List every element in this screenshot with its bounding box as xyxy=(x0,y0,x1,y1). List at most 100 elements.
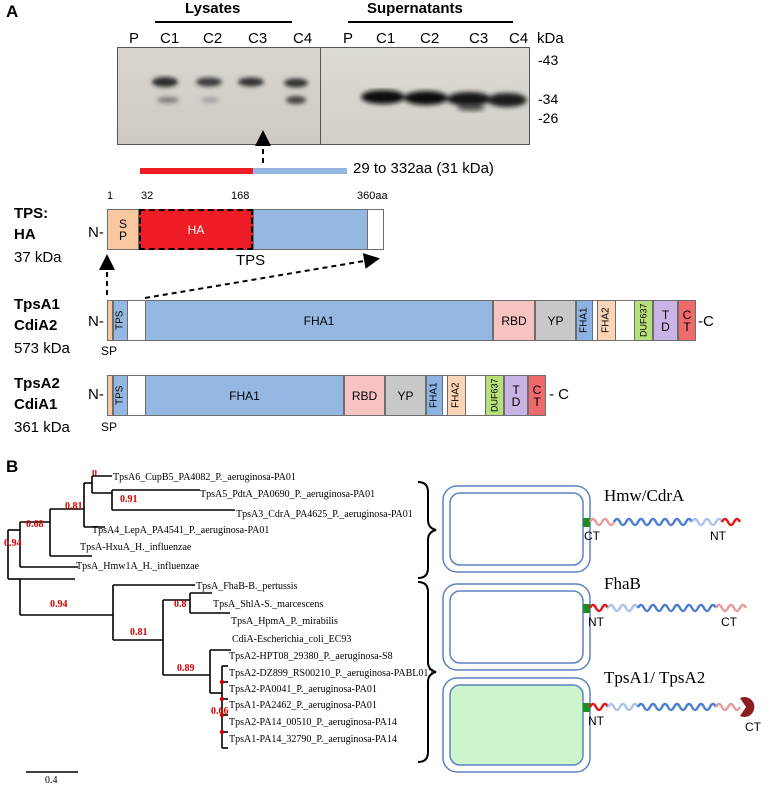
tpsa1-name-line2: CdiA2 xyxy=(14,317,58,334)
panel-b-letter: B xyxy=(6,457,19,476)
taxon-label: TpsA_FhaB-B._pertussis xyxy=(196,581,298,592)
kda-unit: kDa xyxy=(537,30,564,47)
taxon-label: TpsA1-PA2462_P._aeruginosa-PA01 xyxy=(229,700,377,711)
tpsa2-fha1-small-domain: FHA1 xyxy=(426,375,443,416)
tpsa2-fha2-domain: FHA2 xyxy=(447,375,466,416)
lane-label: C2 xyxy=(420,30,440,47)
fragment-label: 29 to 332aa (31 kDa) xyxy=(353,160,494,177)
marker-43: -43 xyxy=(538,52,559,68)
taxon-label: TpsA5_PdtA_PA0690_P._aeruginosa-PA01 xyxy=(200,489,375,500)
taxon-label: TpsA3_CdrA_PA4625_P._aeruginosa-PA01 xyxy=(236,509,413,520)
fragment-tps-bar xyxy=(253,168,347,174)
tpsa2-n-term: N- xyxy=(88,386,104,403)
taxon-label: TpsA4_LepA_PA4541_P._aeruginosa-PA01 xyxy=(92,525,269,536)
tpsb-pore xyxy=(583,518,590,527)
tps-ha-name-line1: TPS: xyxy=(14,205,49,222)
tpsa1-sp-domain xyxy=(107,300,113,341)
taxon-label: TpsA2-PA0041_P._aeruginosa-PA01 xyxy=(229,684,377,695)
position-32: 32 xyxy=(141,190,154,202)
group-title-fhab: FhaB xyxy=(604,574,641,593)
tpsa1-size: 573 kDa xyxy=(14,340,70,357)
ct-toxin-shape xyxy=(740,697,755,717)
taxon-label: TpsA2-HPT08_29380_P._aeruginosa-S8 xyxy=(229,651,393,662)
panel-a-arrows xyxy=(99,130,380,299)
secretion-illustrations: CT NT NT CT NT CT xyxy=(442,485,762,773)
tpsa1-duf637-domain: DUF637 xyxy=(634,300,653,341)
tpsa2-tps-domain: TPS xyxy=(113,375,128,416)
tpsa2-c-term: - C xyxy=(549,386,569,403)
phylogenetic-tree: TpsA6_CupB5_PA4082_P._aeruginosa-PA01 Tp… xyxy=(4,470,437,785)
group-end-label: CT xyxy=(721,615,738,629)
lane-label: P xyxy=(343,30,354,47)
support-value: 0.89 xyxy=(177,663,195,674)
lane-label: C3 xyxy=(469,30,489,47)
support-value: 0.81 xyxy=(130,627,148,638)
marker-26: -26 xyxy=(538,110,559,126)
tpsa2-sp-label: SP xyxy=(101,420,118,434)
lane-label: C1 xyxy=(160,30,180,47)
support-value: 0.66 xyxy=(211,706,229,717)
lane-label: C1 xyxy=(376,30,396,47)
tpsa1-sp-label: SP xyxy=(101,344,118,358)
tps-ha-n-term: N- xyxy=(88,224,104,241)
fragment-ha-bar xyxy=(140,168,253,174)
lane-label: P xyxy=(129,30,140,47)
tps-ha-tps-label: TPS xyxy=(236,252,266,269)
arrow-tps-expand xyxy=(144,253,380,299)
support-value: 0.91 xyxy=(120,494,138,505)
taxon-label: TpsA_HpmA_P._mirabilis xyxy=(231,616,338,627)
group-end-label: CT xyxy=(745,720,762,734)
tpsa2-sp-domain xyxy=(107,375,113,416)
group-braces xyxy=(417,481,437,763)
brace-fhab-tpsa xyxy=(417,581,437,763)
support-value: 0.81 xyxy=(65,501,83,512)
taxon-label: TpsA_Hmw1A_H._influenzae xyxy=(76,561,200,572)
group-title-hmw: Hmw/CdrA xyxy=(604,486,685,505)
support-values: 0 0.81 0.91 0.68 0.94 0.94 0.81 0.8 0.89… xyxy=(4,470,229,717)
group-end-label: NT xyxy=(710,529,727,543)
tpsa2-size: 361 kDa xyxy=(14,419,70,436)
tps-ha-ha-domain: HA xyxy=(139,209,253,250)
tps-ha-sp-domain: S P xyxy=(107,209,139,250)
tpsa1-fha1-domain: FHA1 xyxy=(145,300,493,341)
marker-34: -34 xyxy=(538,91,559,107)
tps-ha-tps-domain xyxy=(253,209,368,250)
group-end-label: NT xyxy=(588,714,605,728)
supernatant-bands xyxy=(361,90,527,111)
tpsa1-td-domain: T D xyxy=(653,300,678,341)
tpsa2-duf637-domain: DUF637 xyxy=(485,375,504,416)
lysates-bracket-line xyxy=(155,21,292,23)
lane-label: C2 xyxy=(203,30,223,47)
group-end-label: CT xyxy=(584,529,601,543)
lysate-bands xyxy=(152,77,308,104)
tpsa1-c-term: -C xyxy=(698,313,714,330)
tpsa2-yp-domain: YP xyxy=(385,375,426,416)
position-168: 168 xyxy=(231,190,250,202)
cell-inner-membrane xyxy=(449,492,584,566)
supernatant-blot xyxy=(320,47,530,145)
lane-label: C4 xyxy=(509,30,529,47)
tpsa2-name-line1: TpsA2 xyxy=(14,375,60,392)
tree-node-dots xyxy=(219,679,225,735)
tpsa1-rbd-domain: RBD xyxy=(493,300,535,341)
taxon-label: TpsA-HxuA_H._influenzae xyxy=(80,542,192,553)
tpsa1-fha2-domain: FHA2 xyxy=(597,300,616,341)
support-value: 0.8 xyxy=(174,599,187,610)
tpsa1-ct-domain: C T xyxy=(678,300,696,341)
taxon-label: CdiA-Escherichia_coli_EC93 xyxy=(232,634,351,645)
taxon-label: TpsA_ShlA-S._marcescens xyxy=(213,599,323,610)
tpsa1-tps-domain: TPS xyxy=(113,300,128,341)
tree-branches xyxy=(7,475,235,749)
support-value: 0.94 xyxy=(50,599,68,610)
support-value: 0.68 xyxy=(26,519,44,530)
supernatants-bracket-line xyxy=(348,21,513,23)
tpsa1-name-line1: TpsA1 xyxy=(14,296,60,313)
taxon-label: TpsA2-PA14_00510_P._aeruginosa-PA14 xyxy=(229,717,397,728)
tpsa1-n-term: N- xyxy=(88,313,104,330)
tpsa2-name-line2: CdiA1 xyxy=(14,396,58,413)
taxon-label: TpsA2-DZ899_RS00210_P._aeruginosa-PABL01… xyxy=(229,668,433,679)
tpsa2-td-domain: T D xyxy=(504,375,528,416)
brace-hmw xyxy=(417,481,437,579)
lysates-header: Lysates xyxy=(185,0,241,17)
taxon-labels: TpsA6_CupB5_PA4082_P._aeruginosa-PA01 Tp… xyxy=(76,472,433,745)
